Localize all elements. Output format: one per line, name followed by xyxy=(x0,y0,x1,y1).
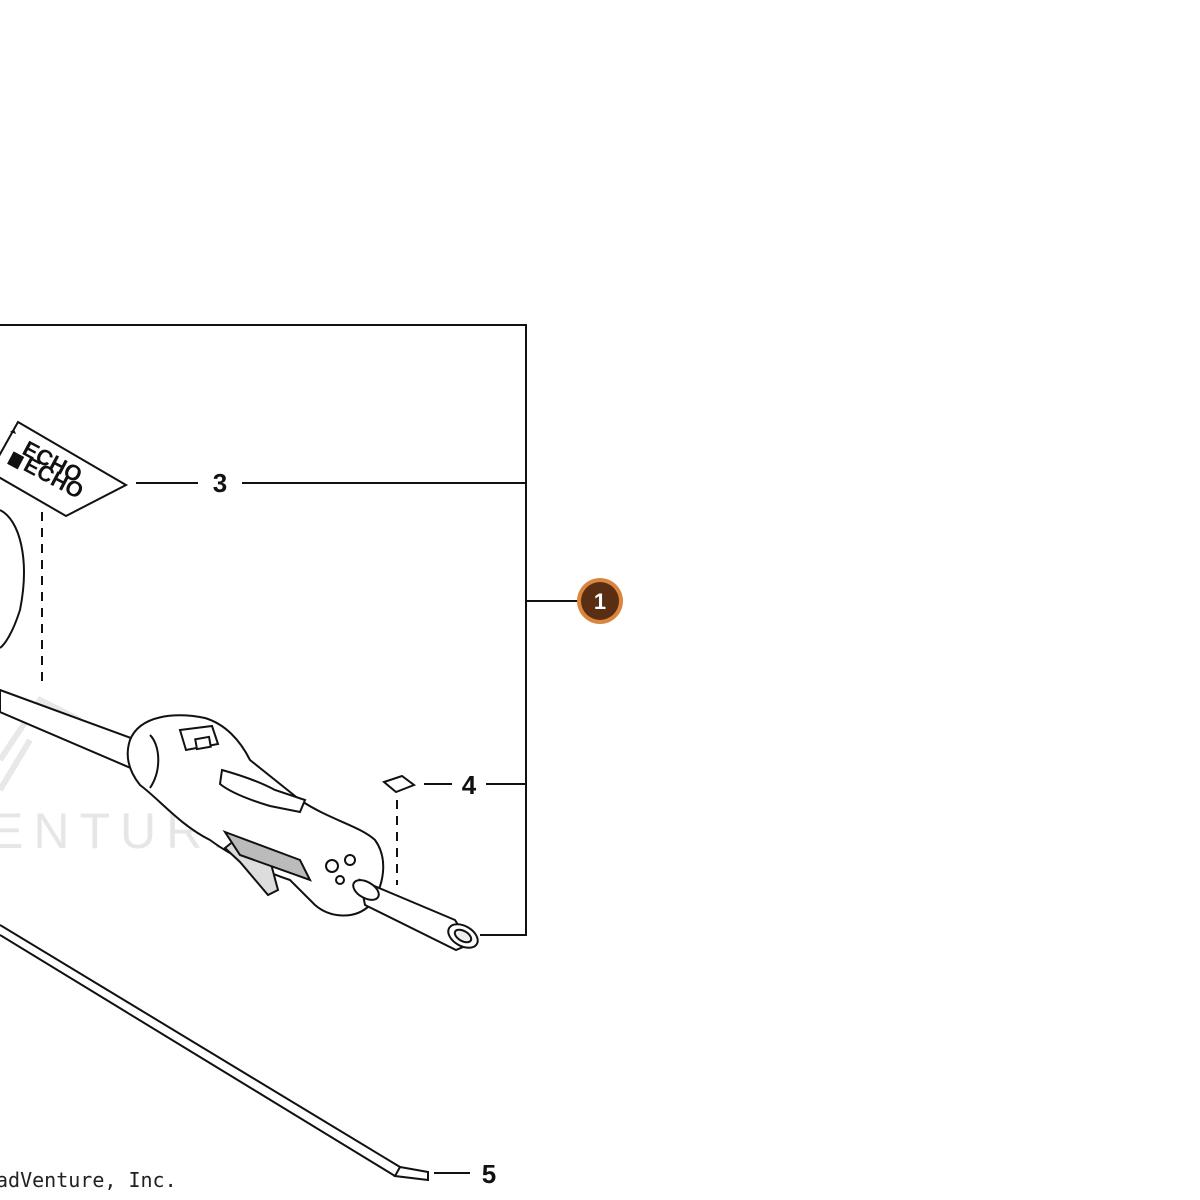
callout-1-badge[interactable]: 1 xyxy=(577,578,623,624)
callout-4: 4 xyxy=(462,770,477,800)
callout-bracket xyxy=(0,324,580,1174)
extension-tube xyxy=(352,878,479,952)
callout-3: 3 xyxy=(213,468,227,498)
callout-1[interactable]: 1 xyxy=(594,589,606,614)
decal-part: ECHO ECHO xyxy=(0,420,129,518)
throttle-handle xyxy=(126,714,385,917)
copyright-text: adVenture, Inc. xyxy=(0,1168,177,1192)
dashed-leaders xyxy=(41,512,398,885)
label-part xyxy=(381,774,417,794)
callout-5: 5 xyxy=(482,1159,496,1189)
engine-housing xyxy=(0,509,25,649)
watermark-logo xyxy=(0,696,82,792)
flex-shaft xyxy=(0,924,429,1182)
